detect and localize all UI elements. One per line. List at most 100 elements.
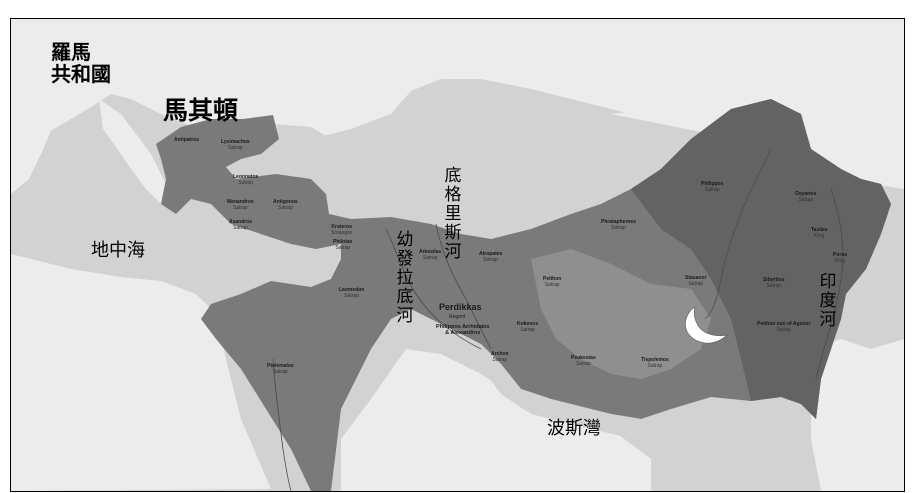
satrapy-name: Sibyrtios — [763, 277, 785, 283]
satrapy-title: Satrap — [776, 327, 792, 333]
satrapy-title: Strategos — [331, 230, 353, 236]
land-europe — [11, 19, 904, 194]
satrapy-title: King — [814, 233, 825, 239]
empire-east-dark — [631, 99, 891, 419]
satrapy-title: Satrap — [544, 282, 560, 288]
satrapy-name: Antigonos — [273, 199, 298, 205]
satrapy-title: Satrap — [422, 255, 438, 261]
land-italy — [99, 99, 171, 204]
river-oxus — [704, 148, 772, 320]
empire-center-light — [531, 249, 711, 379]
regent-label: Perdikkas — [439, 302, 482, 312]
regent-name: Perdikkas — [439, 302, 482, 312]
satrapy-name: Taxiles — [811, 227, 828, 233]
satrapy-name: Phrataphernes — [601, 219, 637, 225]
satrapy-name: Philippos — [701, 181, 724, 187]
satrapy-name: Archon — [491, 351, 509, 357]
satrapy-name: Lysimachos — [221, 139, 250, 145]
satrapy-title: Satrap — [277, 205, 293, 211]
satrapy-name: Antipatros — [174, 137, 199, 143]
satrapy-name: Ptolemaios — [267, 363, 294, 369]
label-rome: 羅馬 共和國 — [51, 40, 111, 86]
satrapy-title: Satrap — [798, 197, 814, 203]
satrapy-name: Peithon — [543, 276, 562, 282]
satrapy-title: Satrap — [233, 225, 248, 231]
river-euphrates — [385, 228, 482, 350]
label-mediterranean: 地中海 — [91, 240, 145, 261]
map: 羅馬 共和國 馬其頓 地中海 底格里斯河 幼發拉底河 波斯灣 印度河 Antip… — [10, 18, 905, 492]
satrapy-title: Satrap — [611, 225, 626, 231]
satrapy-name: Leonnatos — [233, 174, 259, 180]
river-nile — [272, 358, 292, 491]
land-india — [811, 339, 904, 491]
regent-title: Regent — [449, 314, 466, 320]
satrapy-title: Satrap — [492, 357, 508, 363]
map-svg — [11, 19, 904, 491]
river-indus — [815, 188, 844, 380]
persian-gulf — [481, 344, 651, 437]
label-tigris: 底格里斯河 — [444, 166, 462, 262]
river-tigris — [435, 223, 492, 350]
satrapy-name: Laomedon — [339, 287, 365, 293]
satrapy-name: Stasanor — [685, 275, 707, 281]
satrapy-label: Antipatros — [174, 137, 199, 143]
satrapy-title: Satrap — [227, 145, 243, 151]
satrapy-name: Asandros — [229, 219, 253, 225]
satrapy-title: Satrap — [335, 245, 351, 251]
satrapy-title: Satrap — [647, 363, 663, 369]
land-arabia — [341, 349, 651, 491]
lake-feature — [685, 306, 728, 344]
satrapy-title: Satrap — [576, 361, 591, 367]
satrapy-title: Satrap — [688, 281, 704, 287]
satrapy-name: Tlepolemos — [641, 357, 669, 363]
kings-label: Philippos Arrhidaios & Alexandros — [436, 324, 490, 336]
satrapy-title: Satrap — [483, 257, 499, 263]
satrapy-name: Kokenos — [517, 321, 539, 327]
satrapy-name: Peukestas — [571, 355, 596, 361]
label-persian-gulf: 波斯灣 — [547, 418, 601, 439]
satrapy-title: Satrap — [766, 283, 782, 289]
satrapy-name: Peithon son of Agenor — [757, 321, 811, 327]
caspian-sea — [501, 94, 559, 244]
label-macedon: 馬其頓 — [163, 96, 239, 125]
satrapy-title: Satrap — [344, 293, 359, 299]
satrapy-name: Atropates — [479, 251, 503, 257]
satrapy-title: Satrap — [232, 205, 248, 211]
satrapy-name: Krateros — [331, 224, 352, 230]
label-euphrates: 幼發拉底河 — [396, 230, 414, 326]
satrapy-title: Satrap — [238, 180, 253, 186]
satrapy-name: Menandros — [227, 199, 254, 205]
satrapy-name: Philotas — [333, 239, 353, 245]
satrapy-title: Satrap — [704, 187, 720, 193]
label-indus: 印度河 — [819, 272, 837, 330]
satrapy-name: Poros — [833, 252, 848, 258]
satrapy-title: Satrap — [272, 369, 288, 375]
satrapy-title: Satrap — [520, 327, 535, 333]
satrapy-title: King — [835, 258, 846, 264]
satrapy-name: Oxyartes — [795, 191, 817, 197]
satrapy-name: Arkesilas — [419, 249, 442, 255]
